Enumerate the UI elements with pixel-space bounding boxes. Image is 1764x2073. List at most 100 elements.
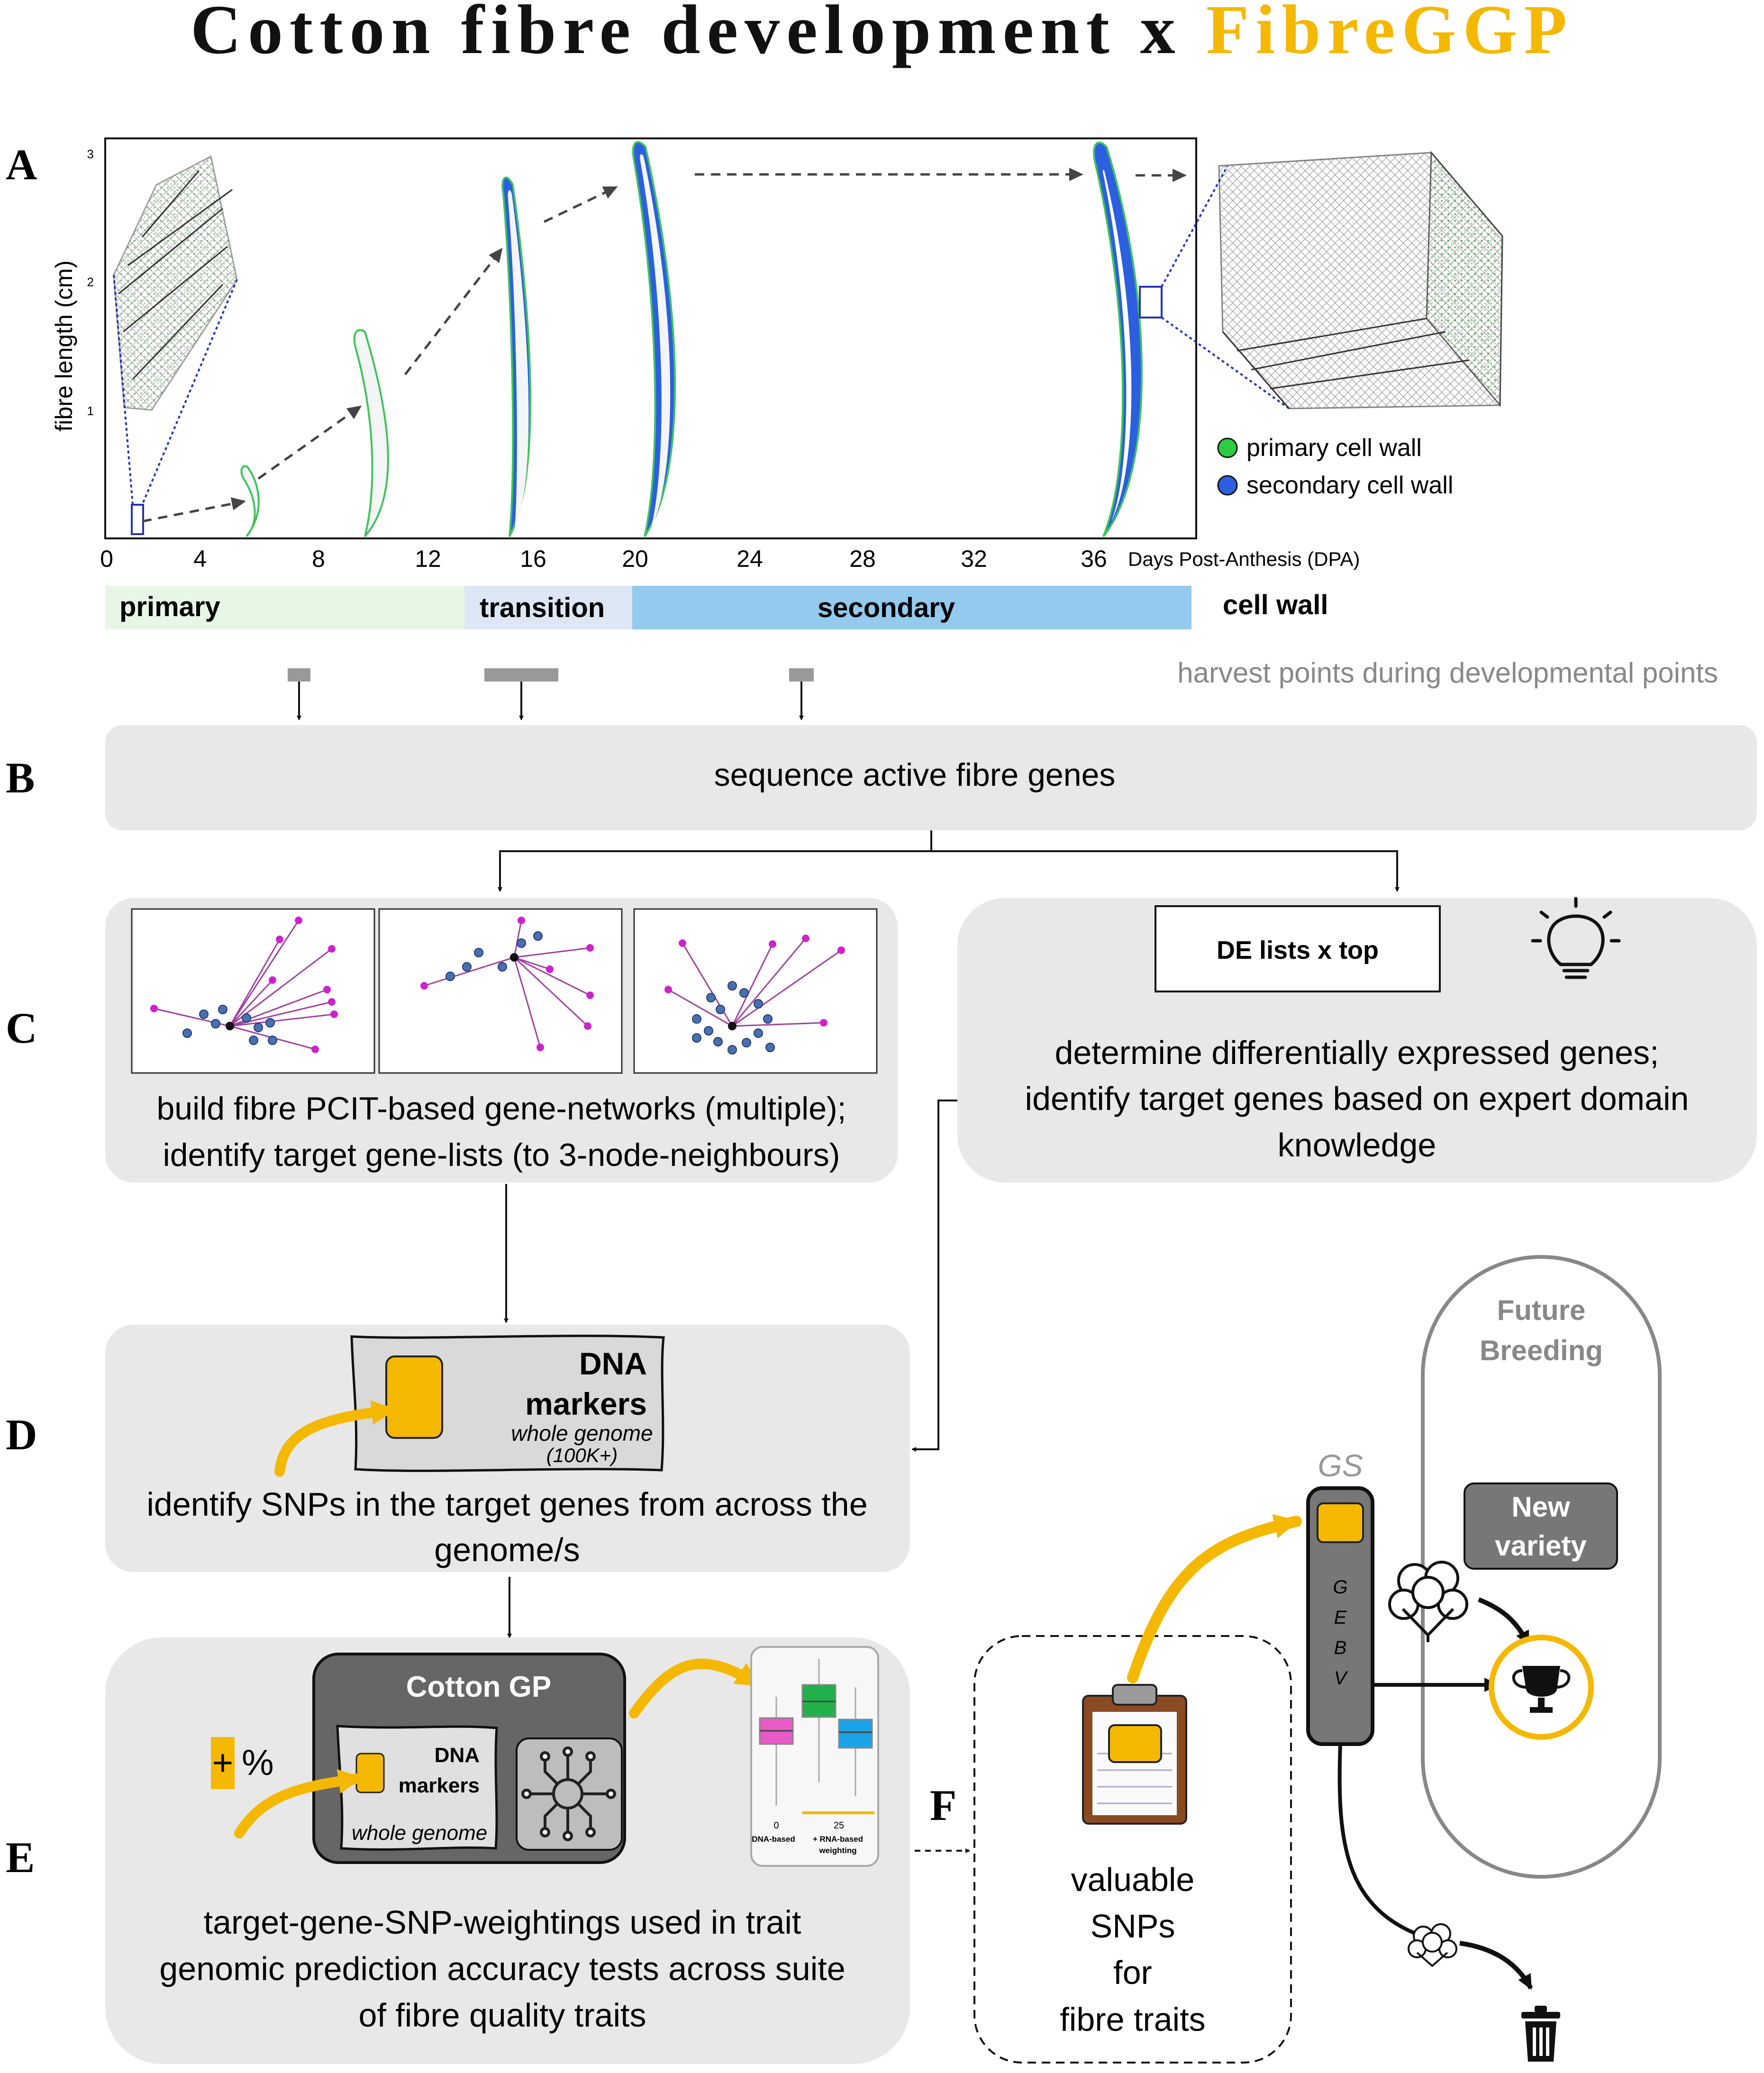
dna-marker-sub-1: whole genome — [511, 1421, 653, 1446]
gs-label: GS — [1318, 1448, 1363, 1483]
gebv-b: B — [1334, 1637, 1347, 1658]
weighting-plus-box — [211, 1737, 235, 1789]
new-variety-2: variety — [1495, 1530, 1587, 1562]
legend-primary-swatch — [1217, 437, 1238, 458]
snp-traits-text-2: SNPs — [1091, 1908, 1175, 1945]
snp-traits-text-4: fibre traits — [1060, 2001, 1205, 2038]
x-tick-0: 0 — [100, 546, 113, 572]
lightbulb-icon — [1531, 897, 1621, 979]
boxplot-chart — [759, 1659, 874, 1814]
gp-text-1: target-gene-SNP-weightings used in trait — [204, 1904, 801, 1941]
zoom-box-small — [131, 504, 144, 535]
growth-arrow-1 — [142, 497, 246, 523]
gp-snp-chip — [355, 1753, 385, 1793]
gebv-to-trash-path — [1337, 1744, 1437, 1943]
network-text-2: identify target gene-lists (to 3-node-ne… — [163, 1137, 840, 1173]
gebv-g: G — [1333, 1577, 1347, 1598]
de-lists-box — [1155, 905, 1441, 992]
panel-letter-f: F — [930, 1781, 956, 1829]
panel-letter-c: C — [6, 1004, 37, 1052]
boxplot-cat-rna-2: weighting — [818, 1846, 856, 1855]
growth-arrow-3 — [404, 247, 503, 375]
growth-arrow-4 — [543, 186, 618, 223]
legend-primary-label: primary cell wall — [1246, 434, 1422, 462]
clipboard-chip — [1108, 1724, 1162, 1763]
ai-chip-box — [516, 1737, 623, 1851]
phase-transition-label: transition — [480, 592, 605, 623]
snp-text-1: identify SNPs in the target genes from a… — [146, 1486, 867, 1523]
fibre-6dpa — [240, 465, 260, 537]
y-tick-2: 2 — [87, 275, 94, 289]
boxplot-cat-dna: DNA-based — [752, 1835, 795, 1844]
panel-letter-b: B — [6, 754, 35, 802]
weighting-plus: + — [212, 1743, 233, 1783]
x-tick-12: 12 — [415, 546, 441, 572]
gebv-v: V — [1334, 1668, 1348, 1689]
cotton-gp-title: Cotton GP — [406, 1671, 552, 1703]
x-tick-16: 16 — [520, 546, 546, 572]
zoom-line-right-1 — [1161, 165, 1228, 287]
sequence-text: sequence active fibre genes — [714, 757, 1116, 793]
fibre-length-axis-label: fibre length (cm) — [51, 260, 77, 431]
fibre-10dpa — [353, 329, 389, 537]
clipboard-icon — [1082, 1684, 1187, 1825]
harvest-label: harvest points during developmental poin… — [1177, 657, 1718, 689]
boxplot-x-0: 0 — [773, 1820, 779, 1831]
snp-arrow-d — [274, 1400, 399, 1477]
x-tick-8: 8 — [312, 546, 325, 572]
boxplot-x-25: 25 — [834, 1820, 844, 1831]
panel-letter-e: E — [6, 1833, 35, 1882]
network-text-1: build fibre PCIT-based gene-networks (mu… — [156, 1091, 846, 1127]
zoom-line-left-2 — [141, 279, 238, 505]
zoom-line-left-1 — [113, 274, 134, 505]
snps-to-gs-arrow — [1127, 1514, 1302, 1683]
fibre-36dpa — [1093, 141, 1143, 537]
secondary-wall-sketch — [1218, 151, 1503, 409]
gp-text-3: of fibre quality traits — [359, 1997, 646, 2034]
de-text-3: knowledge — [1278, 1127, 1437, 1164]
panel-letter-a: A — [6, 140, 37, 189]
weighting-percent: % — [242, 1743, 274, 1783]
cotton-boll-icon — [1388, 1561, 1468, 1642]
harvest-marker-2 — [484, 668, 558, 682]
harvest-marker-1 — [288, 668, 310, 682]
x-tick-4: 4 — [193, 546, 207, 572]
boxplot-box-blue — [838, 1718, 873, 1749]
legend-secondary-label: secondary cell wall — [1246, 472, 1453, 499]
boxplot-cat-rna-1: + RNA-based — [813, 1835, 863, 1844]
snp-traits-text-3: for — [1113, 1954, 1152, 1991]
phase-secondary — [632, 586, 1191, 629]
title-brand: FibreGGP — [1206, 0, 1573, 69]
cotton-boll-small-icon — [1408, 1923, 1457, 1967]
network-2-frame — [378, 908, 623, 1074]
cotton-to-trash-arrow — [1459, 1941, 1533, 1990]
dna-marker-sub-2: (100K+) — [546, 1444, 618, 1466]
y-tick-1: 1 — [87, 404, 94, 418]
phase-primary — [105, 586, 464, 629]
sequence-box — [105, 725, 1757, 830]
gene-network-2 — [424, 920, 591, 1048]
phase-transition — [464, 586, 632, 629]
gp-to-boxplot-arrow — [629, 1658, 764, 1718]
x-tick-36: 36 — [1081, 546, 1107, 572]
new-variety-1: New — [1511, 1491, 1570, 1523]
y-tick-3: 3 — [87, 147, 94, 161]
trophy-icon — [1512, 1666, 1571, 1713]
de-lists-label: DE lists x top — [1217, 936, 1379, 964]
gebv-e: E — [1334, 1607, 1347, 1628]
title-prefix: Cotton fibre development x — [191, 0, 1206, 69]
snp-arrow-e — [234, 1769, 365, 1838]
gp-card-title-1: DNA — [435, 1744, 480, 1767]
snp-traits-text-1: valuable — [1071, 1861, 1195, 1898]
gp-text-2: genomic prediction accuracy tests across… — [159, 1950, 845, 1987]
snp-chip — [385, 1355, 443, 1439]
gebv-chip — [1317, 1502, 1364, 1543]
future-breeding-1: Future — [1497, 1294, 1586, 1326]
phase-cell-wall-label: cell wall — [1223, 590, 1328, 620]
gp-card-sub: whole genome — [352, 1821, 487, 1845]
legend-secondary-swatch — [1217, 475, 1238, 496]
x-tick-24: 24 — [737, 546, 763, 572]
snp-traits-box — [973, 1635, 1292, 2064]
trash-icon — [1521, 2006, 1560, 2062]
